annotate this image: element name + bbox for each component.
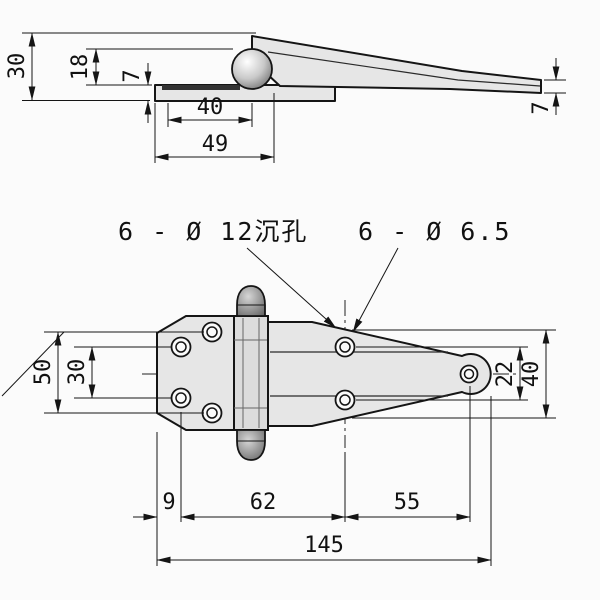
hole-through [175,341,187,353]
dimension-40-plan: 40 [352,329,556,419]
dimension-22: 22 [356,346,528,401]
dim-label-30-plan: 30 [65,359,90,386]
dim-label-22: 22 [493,361,518,388]
dim-label-62: 62 [250,490,277,515]
dim-label-50: 50 [31,359,56,386]
side-view: 30 18 7 40 49 [5,32,566,163]
hinge-strap-right-plan [267,321,492,427]
dimension-30-height: 30 [5,32,256,101]
dimension-7-right: 7 [529,58,566,115]
knuckle-finial-bottom [236,429,266,461]
hole-through [175,392,187,404]
knuckle-finial-top [236,285,266,317]
dim-label-145: 145 [304,533,344,558]
hinge-knuckle-ball [231,48,273,90]
wedge-thickness-line [267,51,541,87]
hinge-wedge-leaf [251,35,542,94]
stray-leader-line [1,331,65,397]
dim-label-40-side: 40 [197,95,224,120]
dimension-9: 9 [133,490,176,521]
dimension-49: 49 [154,93,275,163]
dim-label-40-plan: 40 [519,361,544,388]
hinge-pin-barrel [233,315,269,431]
left-leaf-holes [170,321,223,424]
leader-line-counterbore [246,247,337,329]
dimension-7-left: 7 [120,63,152,123]
dimension-18-knuckle: 18 [68,48,233,86]
hole-through [206,407,218,419]
callout-through-holes: 6 - Ø 6.5 [358,217,511,246]
hole-through [463,368,475,380]
bottom-extension-lines [156,386,492,566]
dim-label-7-right: 7 [529,101,554,114]
hole-through [339,394,351,406]
dimension-40-side: 40 [167,95,253,127]
dimension-62: 62 [180,490,346,521]
hole-through [206,326,218,338]
callout-counterbore: 6 - Ø 12沉孔 [118,217,308,246]
dimension-145: 145 [156,533,492,564]
hole-through [339,341,351,353]
strap-holes [334,336,479,411]
dimension-55: 55 [344,490,471,521]
dim-label-18: 18 [68,54,93,81]
dim-label-7-left: 7 [120,69,145,82]
dim-label-49: 49 [202,132,229,157]
dimension-50: 50 [31,331,204,414]
dim-label-9: 9 [162,490,175,515]
plate-shadow-band [162,85,240,90]
dimension-30-plan: 30 [65,346,172,399]
dim-label-55: 55 [394,490,421,515]
dim-label-30: 30 [5,53,30,80]
leader-line-through [352,247,399,333]
plan-view: 6 - Ø 12沉孔 6 - Ø 6.5 [1,217,556,566]
